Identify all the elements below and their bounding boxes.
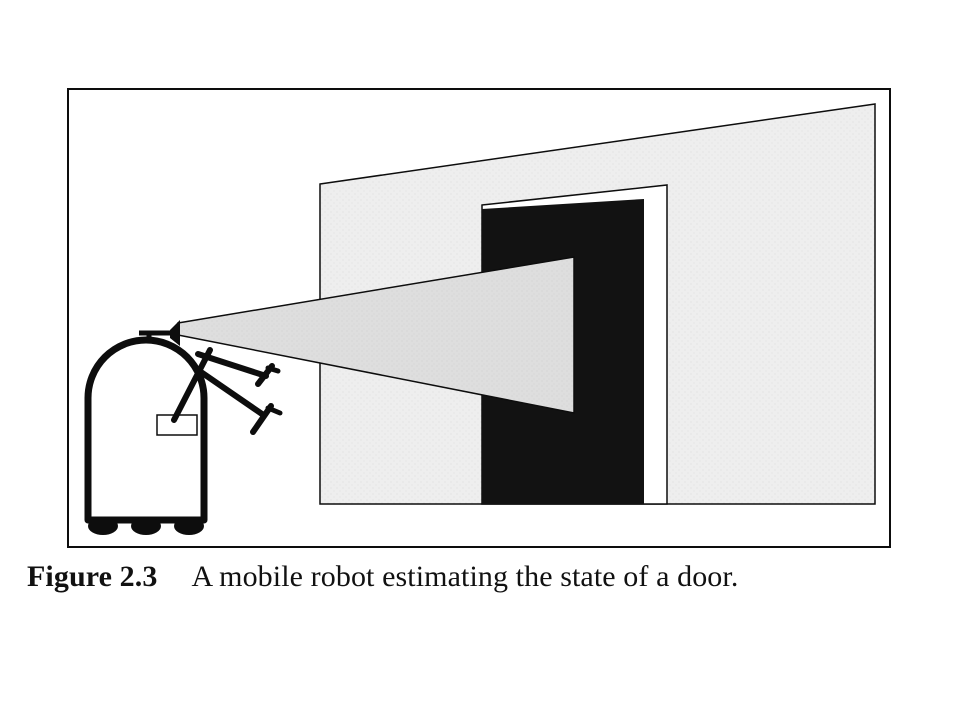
robot-arm-inner [171,347,213,423]
robot-arm-lower [195,367,283,435]
wheel-middle [131,517,161,535]
figure-caption-text: A mobile robot estimating the state of a… [191,560,739,593]
figure-caption: Figure 2.3 A mobile robot estimating the … [27,560,947,594]
wheel-left [88,517,118,535]
mobile-robot [84,320,283,535]
camera-icon [139,320,180,346]
robot-wheels [88,517,204,535]
wheel-right [174,517,204,535]
figure-label: Figure 2.3 [27,560,158,593]
